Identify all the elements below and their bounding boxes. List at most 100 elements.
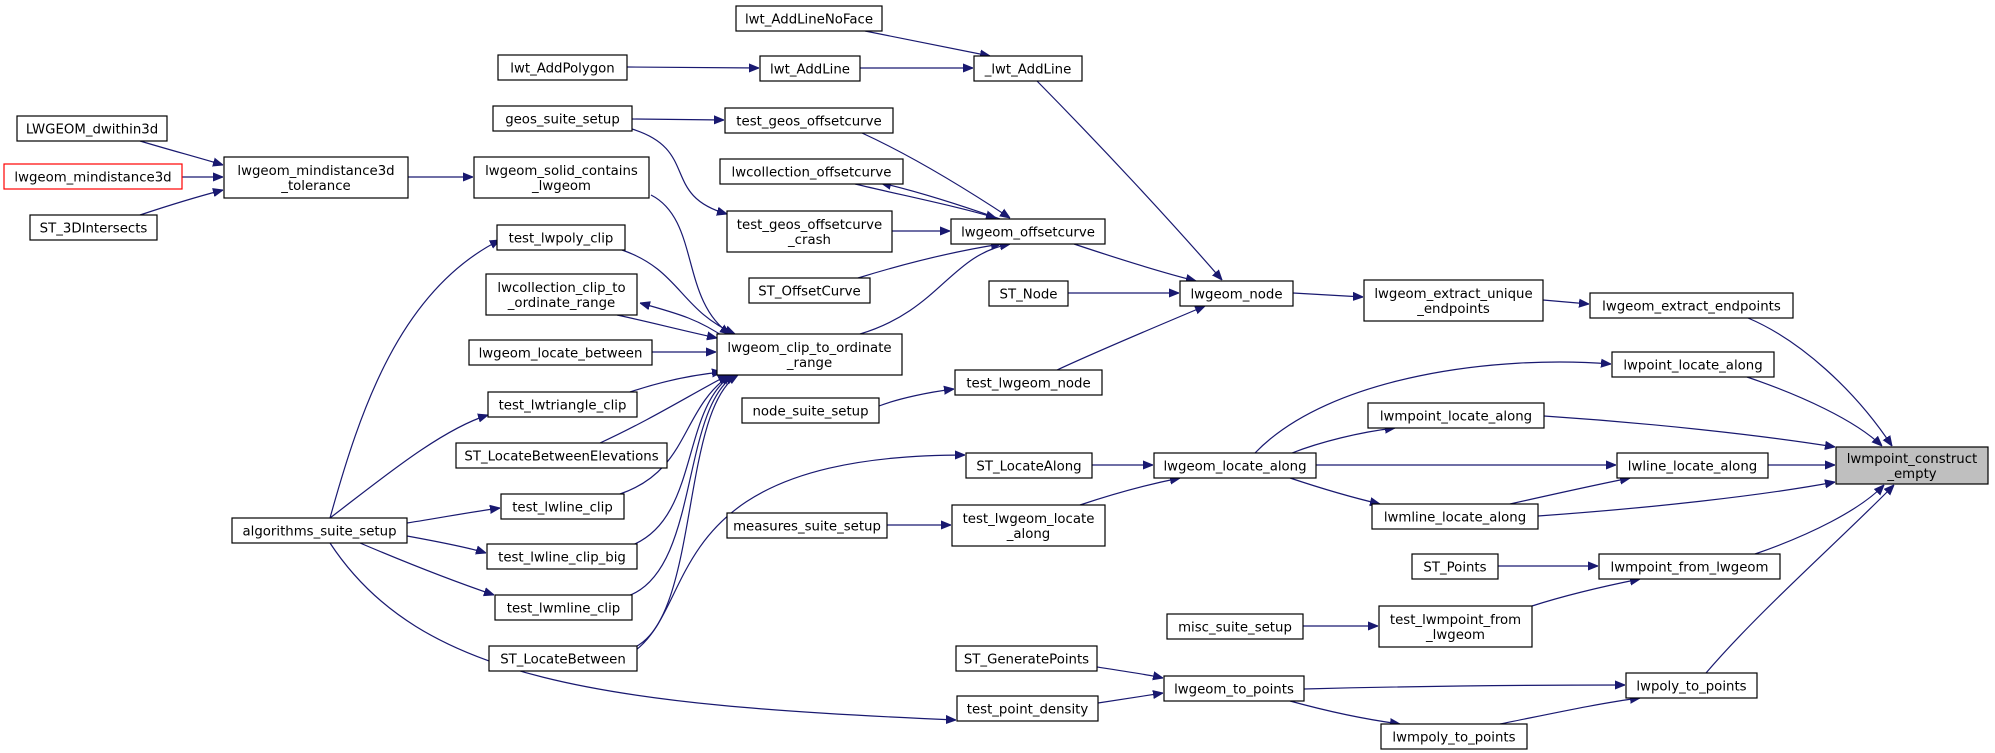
node-test_lwmpoint_from_lwgeom[interactable]: test_lwmpoint_from_lwgeom: [1378, 605, 1533, 648]
node-box[interactable]: [486, 543, 638, 570]
node-box[interactable]: [748, 277, 871, 304]
node-_lwt_AddLine[interactable]: _lwt_AddLine: [973, 55, 1083, 82]
node-lwgeom_locate_between[interactable]: lwgeom_locate_between: [468, 339, 653, 366]
node-box[interactable]: [496, 224, 626, 251]
node-lwgeom_extract_endpoints[interactable]: lwgeom_extract_endpoints: [1589, 292, 1794, 319]
node-misc_suite_setup[interactable]: misc_suite_setup: [1166, 613, 1304, 640]
node-lwt_AddPolygon[interactable]: lwt_AddPolygon: [497, 54, 628, 81]
node-algorithms_suite_setup[interactable]: algorithms_suite_setup: [231, 517, 408, 544]
node-box[interactable]: [1378, 605, 1533, 648]
node-box[interactable]: [741, 397, 880, 424]
node-box[interactable]: [719, 158, 904, 185]
node-box[interactable]: [951, 504, 1106, 547]
node-box[interactable]: [468, 339, 653, 366]
node-box[interactable]: [1153, 452, 1317, 479]
node-geos_suite_setup[interactable]: geos_suite_setup: [492, 105, 633, 132]
node-box[interactable]: [1163, 675, 1305, 702]
node-box[interactable]: [716, 333, 903, 376]
node-box[interactable]: [759, 55, 861, 82]
node-box[interactable]: [29, 214, 158, 241]
node-box[interactable]: [1598, 553, 1781, 580]
node-box[interactable]: [954, 369, 1103, 396]
node-measures_suite_setup[interactable]: measures_suite_setup: [726, 512, 888, 539]
node-test_lwtriangle_clip[interactable]: test_lwtriangle_clip: [487, 391, 638, 418]
node-test_lwpoly_clip[interactable]: test_lwpoly_clip: [496, 224, 626, 251]
node-box[interactable]: [223, 156, 409, 199]
node-box[interactable]: [1166, 613, 1304, 640]
node-lwgeom_offsetcurve[interactable]: lwgeom_offsetcurve: [950, 218, 1106, 245]
node-box[interactable]: [487, 391, 638, 418]
node-box[interactable]: [1835, 446, 1989, 485]
node-lwmpoint_from_lwgeom[interactable]: lwmpoint_from_lwgeom: [1598, 553, 1781, 580]
node-box[interactable]: [1371, 503, 1539, 530]
node-box[interactable]: [231, 517, 408, 544]
node-lwmline_locate_along[interactable]: lwmline_locate_along: [1371, 503, 1539, 530]
node-box[interactable]: [735, 5, 883, 32]
node-lwgeom_extract_unique_endpoints[interactable]: lwgeom_extract_unique_endpoints: [1363, 279, 1544, 322]
node-box[interactable]: [3, 163, 183, 190]
node-lwcollection_offsetcurve[interactable]: lwcollection_offsetcurve: [719, 158, 904, 185]
node-box[interactable]: [965, 452, 1093, 479]
node-box[interactable]: [1363, 279, 1544, 322]
node-test_lwline_clip_big[interactable]: test_lwline_clip_big: [486, 543, 638, 570]
node-test_point_density[interactable]: test_point_density: [956, 695, 1099, 722]
node-test_lwline_clip[interactable]: test_lwline_clip: [500, 493, 625, 520]
node-box[interactable]: [726, 512, 888, 539]
node-test_lwgeom_node[interactable]: test_lwgeom_node: [954, 369, 1103, 396]
node-box[interactable]: [492, 105, 633, 132]
node-box[interactable]: [724, 107, 894, 134]
node-box[interactable]: [485, 273, 638, 316]
node-box[interactable]: [955, 645, 1098, 672]
node-box[interactable]: [1179, 280, 1294, 307]
node-lwgeom_node[interactable]: lwgeom_node: [1179, 280, 1294, 307]
node-test_geos_offsetcurve[interactable]: test_geos_offsetcurve: [724, 107, 894, 134]
node-box[interactable]: [1367, 402, 1545, 429]
node-ST_LocateAlong[interactable]: ST_LocateAlong: [965, 452, 1093, 479]
node-lwgeom_solid_contains_lwgeom[interactable]: lwgeom_solid_contains_lwgeom: [473, 156, 650, 199]
node-lwt_AddLine[interactable]: lwt_AddLine: [759, 55, 861, 82]
node-lwmpoly_to_points[interactable]: lwmpoly_to_points: [1380, 723, 1528, 750]
node-ST_GeneratePoints[interactable]: ST_GeneratePoints: [955, 645, 1098, 672]
node-lwmpoint_construct_empty[interactable]: lwmpoint_construct_empty: [1835, 446, 1989, 485]
node-box[interactable]: [1616, 452, 1769, 479]
node-box[interactable]: [473, 156, 650, 199]
node-ST_Node[interactable]: ST_Node: [988, 280, 1069, 307]
node-LWGEOM_dwithin3d[interactable]: LWGEOM_dwithin3d: [16, 115, 168, 142]
node-lwline_locate_along[interactable]: lwline_locate_along: [1616, 452, 1769, 479]
node-box[interactable]: [988, 280, 1069, 307]
node-box[interactable]: [956, 695, 1099, 722]
node-ST_OffsetCurve[interactable]: ST_OffsetCurve: [748, 277, 871, 304]
node-test_geos_offsetcurve_crash[interactable]: test_geos_offsetcurve_crash: [726, 210, 893, 253]
node-box[interactable]: [1611, 351, 1775, 378]
node-box[interactable]: [500, 493, 625, 520]
node-lwpoly_to_points[interactable]: lwpoly_to_points: [1625, 672, 1758, 699]
node-box[interactable]: [497, 54, 628, 81]
node-box[interactable]: [973, 55, 1083, 82]
node-ST_Points[interactable]: ST_Points: [1411, 553, 1499, 580]
node-lwt_AddLineNoFace[interactable]: lwt_AddLineNoFace: [735, 5, 883, 32]
node-box[interactable]: [1380, 723, 1528, 750]
node-box[interactable]: [1625, 672, 1758, 699]
node-node_suite_setup[interactable]: node_suite_setup: [741, 397, 880, 424]
node-lwgeom_clip_to_ordinate_range[interactable]: lwgeom_clip_to_ordinate_range: [716, 333, 903, 376]
node-ST_LocateBetween[interactable]: ST_LocateBetween: [488, 645, 638, 672]
node-lwmpoint_locate_along[interactable]: lwmpoint_locate_along: [1367, 402, 1545, 429]
node-lwpoint_locate_along[interactable]: lwpoint_locate_along: [1611, 351, 1775, 378]
node-lwgeom_locate_along[interactable]: lwgeom_locate_along: [1153, 452, 1317, 479]
node-box[interactable]: [950, 218, 1106, 245]
node-lwgeom_to_points[interactable]: lwgeom_to_points: [1163, 675, 1305, 702]
node-ST_LocateBetweenElevations[interactable]: ST_LocateBetweenElevations: [455, 442, 668, 469]
node-box[interactable]: [1589, 292, 1794, 319]
node-lwgeom_mindistance3d_tolerance[interactable]: lwgeom_mindistance3d_tolerance: [223, 156, 409, 199]
node-lwcollection_clip_to_ordinate_range[interactable]: lwcollection_clip_to_ordinate_range: [485, 273, 638, 316]
node-box[interactable]: [726, 210, 893, 253]
node-box[interactable]: [494, 594, 633, 621]
node-test_lwmline_clip[interactable]: test_lwmline_clip: [494, 594, 633, 621]
node-box[interactable]: [1411, 553, 1499, 580]
node-lwgeom_mindistance3d[interactable]: lwgeom_mindistance3d: [3, 163, 183, 190]
node-ST_3DIntersects[interactable]: ST_3DIntersects: [29, 214, 158, 241]
node-test_lwgeom_locate_along[interactable]: test_lwgeom_locate_along: [951, 504, 1106, 547]
node-box[interactable]: [488, 645, 638, 672]
node-box[interactable]: [455, 442, 668, 469]
node-box[interactable]: [16, 115, 168, 142]
